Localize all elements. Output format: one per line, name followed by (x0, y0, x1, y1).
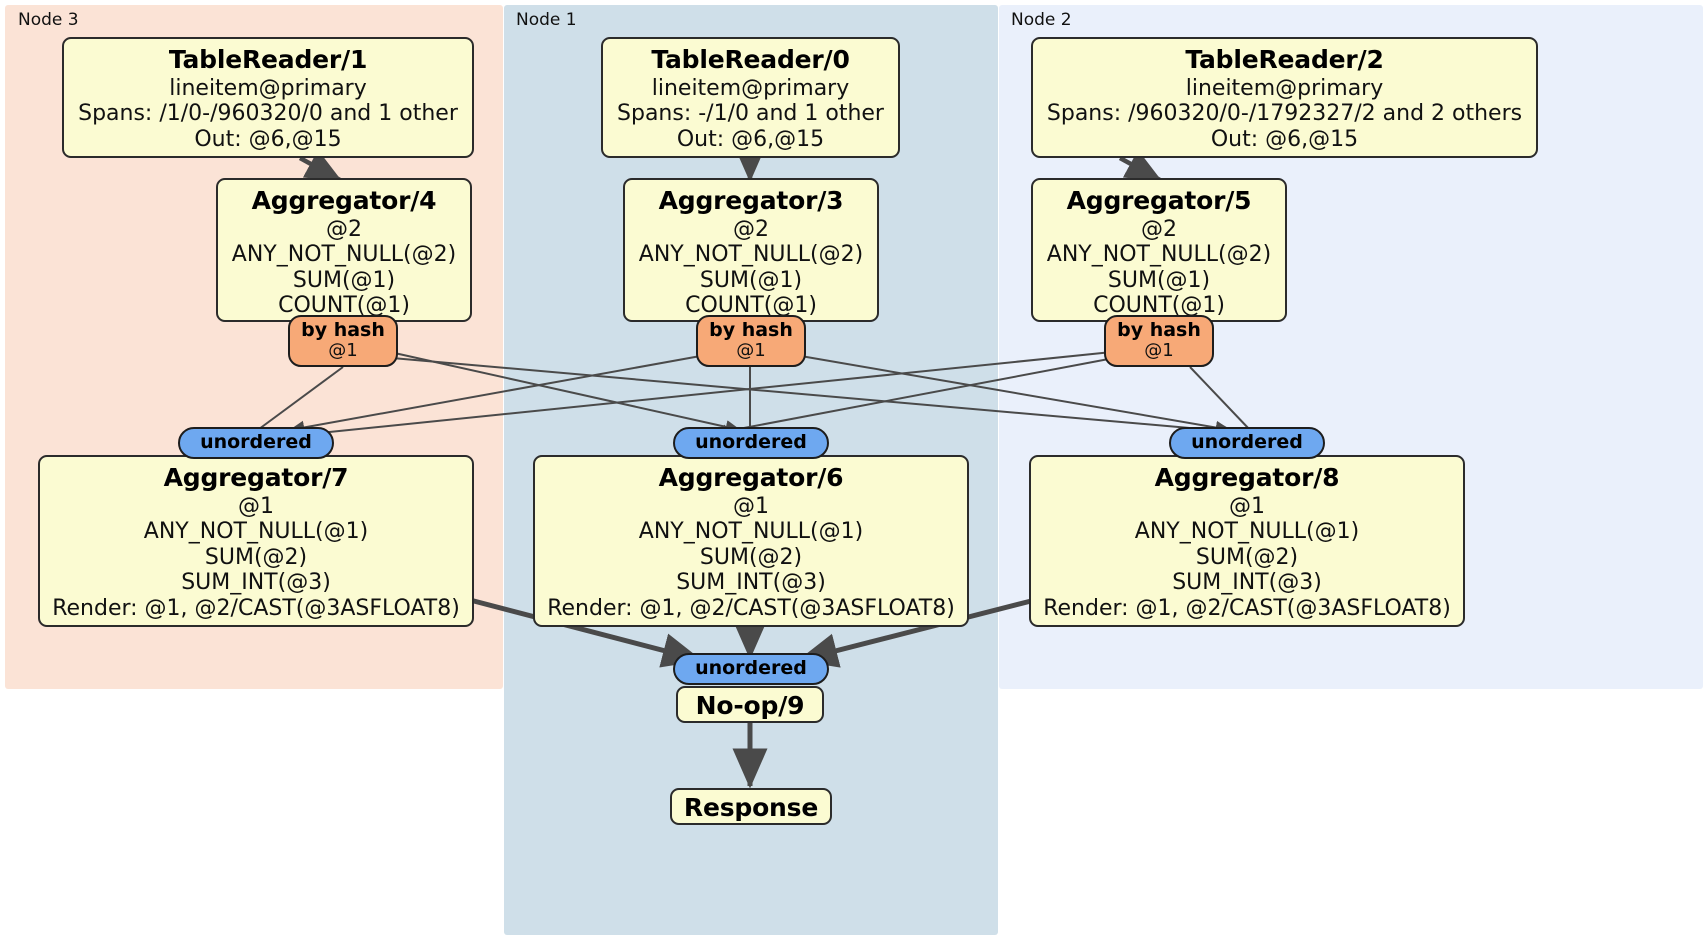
processor-line: @1 (733, 493, 769, 519)
synchronizer-label: unordered (1191, 431, 1303, 454)
processor-title: Response (683, 792, 819, 822)
synchronizer-label: unordered (695, 657, 807, 680)
processor-aggregator-4[interactable]: Aggregator/4 @2 ANY_NOT_NULL(@2) SUM(@1)… (216, 178, 472, 322)
processor-line: COUNT(@1) (1093, 293, 1225, 319)
processor-line: Render: @1, @2/CAST(@3ASFLOAT8) (547, 595, 955, 621)
processor-line: Out: @6,@15 (676, 126, 825, 152)
processor-line: @1 (1229, 493, 1265, 519)
processor-title: Aggregator/3 (658, 186, 844, 215)
router-column: @1 (1144, 340, 1174, 362)
processor-aggregator-7[interactable]: Aggregator/7 @1 ANY_NOT_NULL(@1) SUM(@2)… (38, 455, 474, 627)
processor-line: Render: @1, @2/CAST(@3ASFLOAT8) (52, 595, 460, 621)
processor-title: Aggregator/6 (658, 463, 844, 492)
panel-node-2-label: Node 2 (1011, 10, 1072, 30)
router-label: by hash (1117, 319, 1201, 342)
processor-line: @2 (1141, 216, 1177, 242)
router-column: @1 (736, 340, 766, 362)
processor-aggregator-5[interactable]: Aggregator/5 @2 ANY_NOT_NULL(@2) SUM(@1)… (1031, 178, 1287, 322)
processor-line: ANY_NOT_NULL(@1) (143, 519, 369, 545)
processor-line: @2 (326, 216, 362, 242)
router-column: @1 (328, 340, 358, 362)
processor-line: SUM(@2) (699, 544, 803, 570)
processor-line: Render: @1, @2/CAST(@3ASFLOAT8) (1043, 595, 1451, 621)
synchronizer-unordered-left[interactable]: unordered (178, 427, 334, 459)
processor-title: TableReader/0 (651, 45, 850, 74)
synchronizer-unordered-final[interactable]: unordered (673, 653, 829, 685)
processor-title: TableReader/1 (168, 45, 368, 74)
processor-line: ANY_NOT_NULL(@2) (231, 242, 457, 268)
processor-title: Aggregator/5 (1066, 186, 1252, 215)
processor-line: ANY_NOT_NULL(@1) (638, 519, 864, 545)
processor-title: Aggregator/7 (163, 463, 349, 492)
router-by-hash-left[interactable]: by hash @1 (288, 315, 398, 367)
processor-line: @2 (733, 216, 769, 242)
processor-line: SUM_INT(@3) (676, 570, 826, 596)
router-label: by hash (709, 319, 793, 342)
processor-line: lineitem@primary (651, 75, 850, 101)
processor-line: @1 (238, 493, 274, 519)
processor-title: TableReader/2 (1185, 45, 1384, 74)
processor-aggregator-8[interactable]: Aggregator/8 @1 ANY_NOT_NULL(@1) SUM(@2)… (1029, 455, 1465, 627)
router-label: by hash (301, 319, 385, 342)
processor-tablereader-0[interactable]: TableReader/0 lineitem@primary Spans: -/… (601, 37, 900, 158)
processor-line: COUNT(@1) (685, 293, 817, 319)
processor-aggregator-6[interactable]: Aggregator/6 @1 ANY_NOT_NULL(@1) SUM(@2)… (533, 455, 969, 627)
processor-line: SUM_INT(@3) (1172, 570, 1322, 596)
processor-tablereader-1[interactable]: TableReader/1 lineitem@primary Spans: /1… (62, 37, 474, 158)
synchronizer-label: unordered (695, 431, 807, 454)
processor-line: ANY_NOT_NULL(@2) (1046, 242, 1272, 268)
processor-line: Out: @6,@15 (1210, 126, 1359, 152)
processor-line: Spans: /1/0-/960320/0 and 1 other (78, 101, 458, 127)
processor-line: lineitem@primary (169, 75, 367, 101)
panel-node-3-label: Node 3 (18, 10, 79, 30)
router-by-hash-right[interactable]: by hash @1 (1104, 315, 1214, 367)
processor-response[interactable]: Response (670, 788, 832, 825)
processor-line: SUM(@2) (204, 544, 308, 570)
processor-title: Aggregator/8 (1154, 463, 1340, 492)
processor-line: Out: @6,@15 (194, 126, 342, 152)
processor-title: Aggregator/4 (251, 186, 437, 215)
synchronizer-unordered-right[interactable]: unordered (1169, 427, 1325, 459)
synchronizer-label: unordered (200, 431, 312, 454)
processor-line: SUM(@2) (1195, 544, 1299, 570)
processor-line: COUNT(@1) (278, 293, 410, 319)
processor-aggregator-3[interactable]: Aggregator/3 @2 ANY_NOT_NULL(@2) SUM(@1)… (623, 178, 879, 322)
processor-line: Spans: -/1/0 and 1 other (617, 101, 884, 127)
panel-node-1-label: Node 1 (516, 10, 577, 30)
processor-noop-9[interactable]: No-op/9 (676, 686, 824, 723)
processor-line: SUM(@1) (292, 267, 396, 293)
processor-line: ANY_NOT_NULL(@2) (638, 242, 864, 268)
processor-line: ANY_NOT_NULL(@1) (1134, 519, 1360, 545)
processor-line: lineitem@primary (1185, 75, 1384, 101)
processor-line: SUM(@1) (1107, 267, 1211, 293)
router-by-hash-center[interactable]: by hash @1 (696, 315, 806, 367)
processor-line: Spans: /960320/0-/1792327/2 and 2 others (1046, 101, 1523, 127)
processor-title: No-op/9 (695, 690, 805, 720)
processor-line: SUM(@1) (699, 267, 803, 293)
synchronizer-unordered-center[interactable]: unordered (673, 427, 829, 459)
processor-line: SUM_INT(@3) (181, 570, 331, 596)
processor-tablereader-2[interactable]: TableReader/2 lineitem@primary Spans: /9… (1031, 37, 1538, 158)
